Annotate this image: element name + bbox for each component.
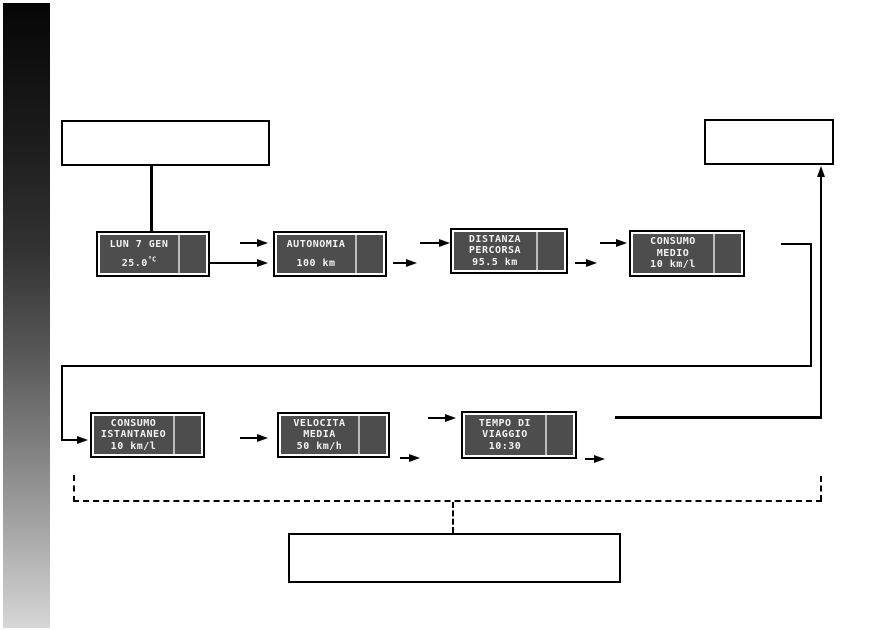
flow-arrow-right [240,239,268,247]
flow-arrow-right [428,414,456,422]
lcd-panel: VELOCITA MEDIA 50 km/h [281,416,386,454]
dashed-connector [73,500,822,502]
lcd-section-divider [713,234,715,273]
lcd-panel: TEMPO DI VIAGGIO 10:30 [465,415,573,455]
note-box-bottom [288,533,621,583]
dashed-connector [452,502,454,533]
display-consumo-medio: CONSUMO MEDIO 10 km/l [629,230,745,277]
display-line: TEMPO DI [478,417,532,429]
display-autonomia: AUTONOMIA 100 km [273,231,387,277]
lcd-panel: CONSUMO MEDIO 10 km/l [633,234,741,273]
display-line: 25.0°C [121,255,157,269]
wrap-line [810,243,812,367]
lcd-panel: CONSUMO ISTANTANEO 10 km/l [94,416,201,454]
connector-topleft-to-display [150,166,153,231]
lcd-section-divider [173,416,175,454]
flow-arrow-right [585,455,605,463]
flow-arrow-right [393,259,417,267]
wrap-line [781,243,812,245]
display-line: VIAGGIO [482,429,528,441]
lcd-panel: DISTANZA PERCORSA 95.5 km [454,232,564,270]
display-line: DISTANZA [468,233,522,245]
return-line [820,170,822,419]
flow-arrow-right [600,239,627,247]
lcd-panel: LUN 7 GEN 25.0°C [100,235,206,273]
display-line: VELOCITA [293,417,346,429]
display-line: 95.5 km [472,256,518,268]
display-line: 10 km/l [110,440,157,452]
display-line: PERCORSA [468,245,522,257]
page-edge-gradient-bar [3,3,50,628]
display-line: AUTONOMIA [286,239,346,250]
lcd-section-divider [545,415,547,455]
wrap-line [61,365,63,441]
dashed-connector [820,476,822,501]
lcd-section-divider [355,235,357,273]
unit-superscript: °C [147,255,157,264]
flow-arrow-right [208,259,268,267]
wrap-line [61,365,812,367]
display-distanza-percorsa: DISTANZA PERCORSA 95.5 km [450,228,568,274]
return-line [615,416,822,419]
display-line: LUN 7 GEN [109,239,169,250]
note-box-top-right [704,119,834,165]
display-tempo-di-viaggio: TEMPO DI VIAGGIO 10:30 [461,411,577,459]
display-line: 10 km/l [650,259,696,271]
display-line: MEDIO [656,247,690,259]
flow-arrow-right [62,436,88,444]
display-velocita-media: VELOCITA MEDIA 50 km/h [277,412,390,458]
display-line: 100 km [296,257,336,269]
flow-arrow-up [817,166,825,177]
display-line: MEDIA [303,429,336,441]
display-line: 10:30 [488,440,522,452]
lcd-section-divider [536,232,538,270]
display-line: ISTANTANEO [100,429,167,441]
dashed-connector [73,475,75,502]
note-box-top-left [61,120,270,166]
flow-arrow-right [240,434,268,442]
lcd-section-divider [178,235,180,273]
display-line: CONSUMO [650,236,696,248]
lcd-panel: AUTONOMIA 100 km [277,235,383,273]
display-date-temperature: LUN 7 GEN 25.0°C [96,231,210,277]
display-line: CONSUMO [110,417,157,429]
display-consumo-istantaneo: CONSUMO ISTANTANEO 10 km/l [90,412,205,458]
display-line: 50 km/h [296,440,343,452]
flow-arrow-right [400,454,420,462]
lcd-section-divider [358,416,360,454]
flow-arrow-right [420,239,450,247]
flow-arrow-right [575,259,597,267]
